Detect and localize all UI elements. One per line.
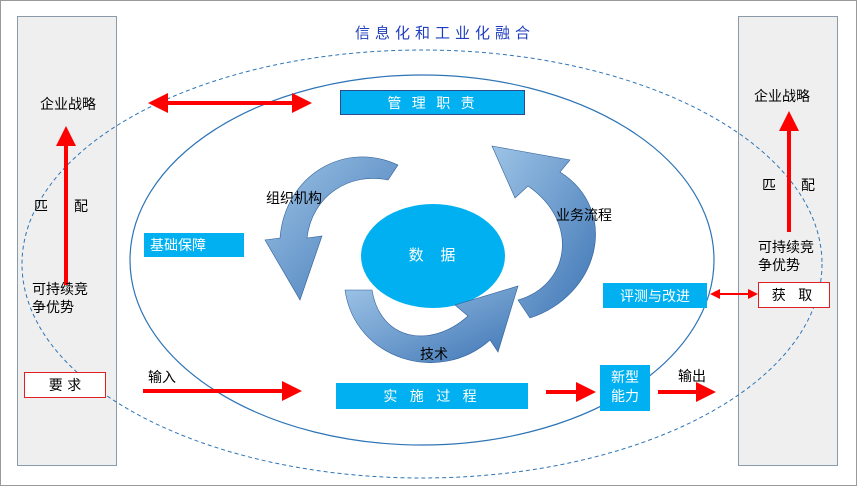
cycle-arrow-process: [491, 145, 596, 319]
left-advantage-line2: 争优势: [32, 300, 74, 316]
new-capability-box: 新型 能力: [600, 365, 650, 411]
diagram-title: 信息化和工业化融合: [354, 24, 535, 42]
inner-ellipse: [129, 74, 715, 446]
left-match-left-char: 匹: [34, 199, 48, 215]
evaluation-box: 评测与改进: [603, 283, 707, 308]
left-match-right-char: 配: [74, 199, 88, 215]
left-strategy-label: 企业战略: [40, 97, 96, 113]
process-label: 业务流程: [556, 208, 612, 224]
org-label: 组织机构: [266, 191, 322, 207]
input-label: 输入: [148, 370, 176, 386]
left-advantage-line1: 可持续竞: [32, 282, 88, 298]
cycle-arrow-tech: [344, 285, 519, 363]
right-strategy-label: 企业战略: [754, 89, 810, 105]
new-capability-line2: 能力: [611, 389, 639, 405]
cycle-arrows: [264, 145, 596, 363]
right-panel: [738, 16, 838, 466]
output-label: 输出: [678, 369, 706, 385]
data-ellipse: [361, 204, 505, 308]
right-match-left-char: 匹: [762, 178, 776, 194]
requirement-box: 要 求: [24, 372, 106, 398]
red-arrows: [56, 93, 799, 402]
acquire-box: 获 取: [758, 282, 830, 308]
right-match-right-char: 配: [801, 178, 815, 194]
new-capability-line1: 新型: [611, 370, 639, 386]
foundation-box: 基础保障: [144, 233, 244, 257]
tech-label: 技术: [420, 347, 448, 363]
cycle-arrow-org: [264, 156, 399, 301]
right-advantage-line2: 争优势: [758, 258, 800, 274]
implementation-box: 实 施 过 程: [336, 383, 528, 409]
management-box: 管 理 职 责: [340, 90, 525, 115]
right-advantage-line1: 可持续竞: [758, 240, 814, 256]
data-label: 数 据: [408, 246, 462, 264]
outer-dashed-ellipse: [21, 49, 823, 479]
